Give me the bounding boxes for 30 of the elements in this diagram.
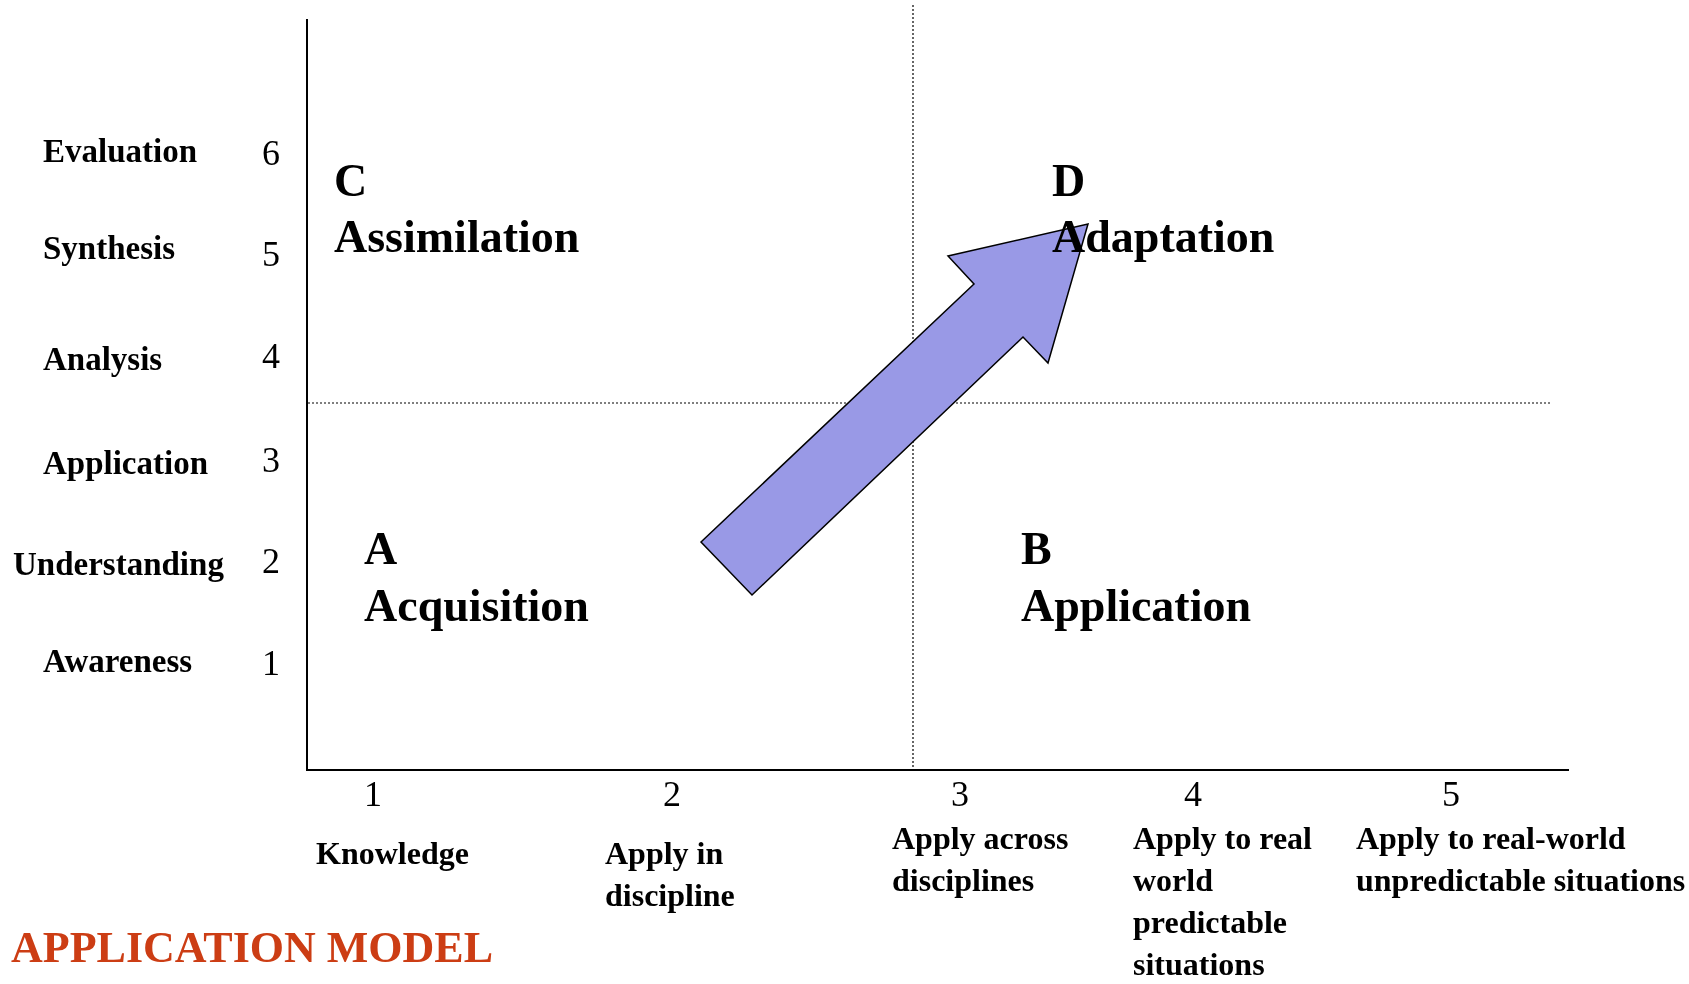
quadrant-title: Application — [1021, 580, 1252, 632]
quadrant-letter: D — [1052, 155, 1086, 207]
axis-number: 4 — [1183, 774, 1203, 814]
axis-label: Apply to real world predictable situations — [1133, 819, 1313, 984]
axis-number: 6 — [262, 133, 280, 173]
axis-label: Application — [43, 444, 209, 483]
quadrant-letter: A — [364, 523, 398, 575]
axis-label: Synthesis — [43, 229, 176, 268]
quadrant-title: Acquisition — [364, 580, 589, 632]
axis-label: Understanding — [13, 545, 224, 584]
axis-number: 5 — [262, 234, 280, 274]
axis-label: Awareness — [43, 642, 193, 681]
axis-number: 2 — [262, 541, 280, 581]
axis-label: Knowledge — [316, 834, 469, 873]
axis-number: 4 — [262, 336, 280, 376]
quadrant-title: Assimilation — [334, 211, 580, 263]
axis-label: Apply in discipline — [605, 834, 736, 915]
axis-label: Apply to real-world unpredictable situations — [1356, 819, 1686, 900]
axis-number: 3 — [950, 774, 970, 814]
axis-number: 1 — [262, 643, 280, 683]
axis-label: Analysis — [43, 340, 163, 379]
axis-number: 3 — [262, 440, 280, 480]
quadrant-letter: C — [334, 155, 368, 207]
axis-number: 2 — [662, 774, 682, 814]
axis-number: 1 — [363, 774, 383, 814]
axis-label: Apply across disciplines — [892, 819, 1070, 900]
diagram-caption: APPLICATION MODEL — [11, 924, 493, 972]
axis-label: Evaluation — [43, 132, 198, 171]
axis-number: 5 — [1441, 774, 1461, 814]
quadrant-letter: B — [1021, 523, 1052, 575]
